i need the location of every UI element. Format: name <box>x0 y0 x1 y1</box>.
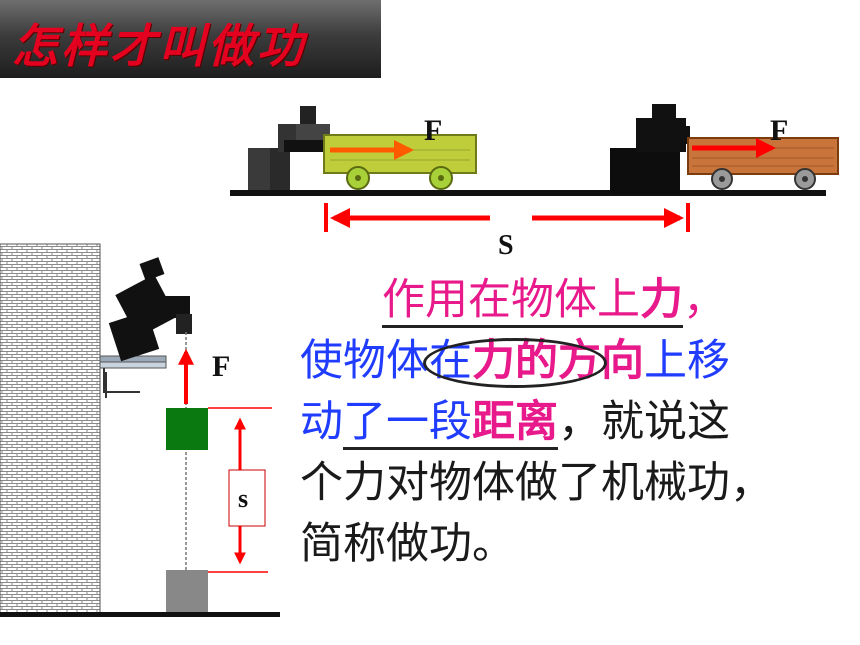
ground-block <box>166 570 208 612</box>
definition-line-1: 作用在物体上力， <box>300 270 856 331</box>
brick-wall <box>0 243 101 615</box>
definition-line-2: 使物体在力的方向上移 <box>300 336 730 386</box>
force-label-lift: F <box>212 350 231 383</box>
lift-distance-box <box>228 469 266 527</box>
definition-line-3: 动了一段距离，就说这 <box>300 392 856 453</box>
definition-line-4: 个力对物体做了机械功， <box>300 458 773 508</box>
raised-block <box>166 408 208 450</box>
cart-1 <box>323 134 477 190</box>
force-label-cart-2: F <box>770 114 789 147</box>
ground-line <box>230 190 826 196</box>
person-pushing-1 <box>248 106 330 190</box>
person-lifting <box>108 257 192 362</box>
work-definition: 作用在物体上力， 使物体在力的方向上移 动了一段距离，就说这 个力对物体做了机械… <box>300 270 856 575</box>
ground-line-bottom <box>0 612 280 617</box>
force-label-cart-1: F <box>424 114 443 147</box>
person-pushing-2 <box>610 104 690 194</box>
distance-label-top: S <box>498 230 514 261</box>
distance-label-lift: s <box>238 484 249 513</box>
definition-line-5: 简称做功。 <box>300 519 515 569</box>
title-banner <box>0 0 381 78</box>
balcony <box>99 355 167 398</box>
slide-title: 怎样才叫做功 <box>12 19 306 73</box>
